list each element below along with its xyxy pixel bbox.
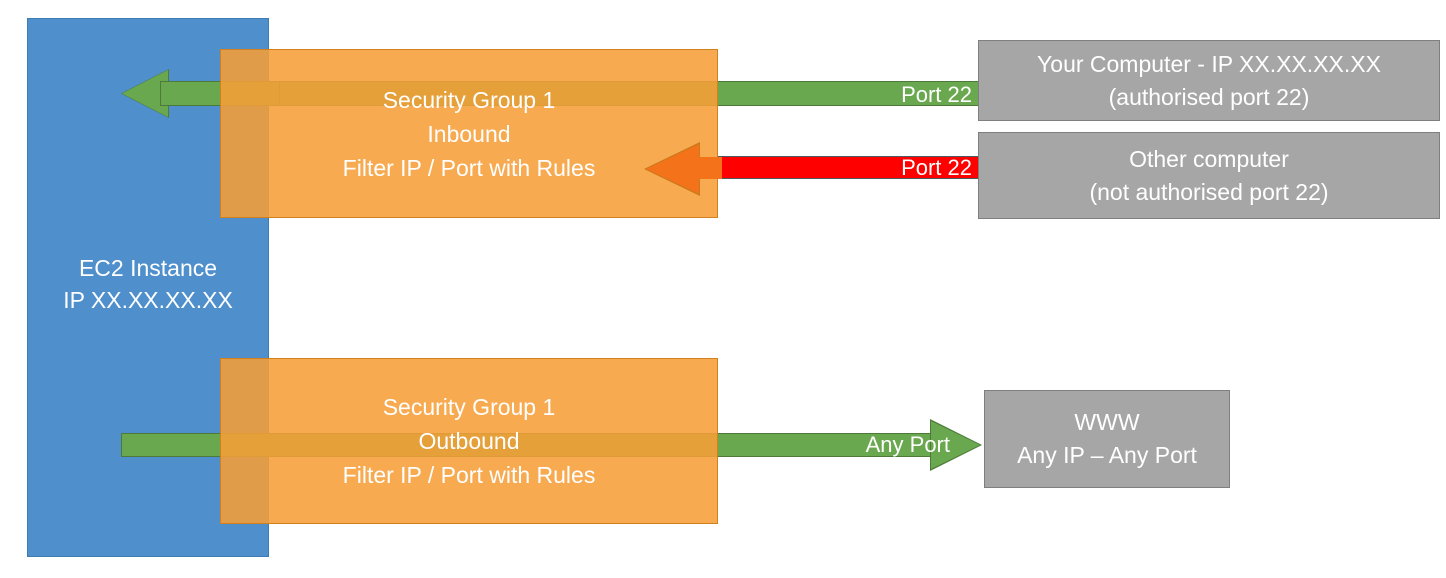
- endpoint-www-title: WWW: [1074, 409, 1140, 435]
- security-group-outbound-panel[interactable]: Security Group 1 Outbound Filter IP / Po…: [220, 358, 718, 524]
- outbound-allowed-port-label: Any Port: [865, 432, 950, 457]
- endpoint-your-computer-title: Your Computer - IP XX.XX.XX.XX: [1037, 50, 1381, 77]
- sg-outbound-rule: Filter IP / Port with Rules: [342, 462, 596, 488]
- ec2-instance-label: EC2 Instance IP XX.XX.XX.XX: [27, 252, 269, 316]
- endpoint-your-computer-box[interactable]: Your Computer - IP XX.XX.XX.XX (authoris…: [978, 40, 1440, 121]
- endpoint-www-note: Any IP – Any Port: [1017, 442, 1197, 468]
- sg-inbound-rule: Filter IP / Port with Rules: [342, 154, 596, 181]
- endpoint-www-box[interactable]: WWW Any IP – Any Port: [984, 390, 1230, 488]
- inbound-blocked-port-label: Port 22: [901, 155, 972, 180]
- inbound-allowed-port-label: Port 22: [901, 82, 972, 107]
- endpoint-other-computer-box[interactable]: Other computer (not authorised port 22): [978, 132, 1440, 219]
- sg-outbound-name: Security Group 1: [382, 394, 556, 420]
- endpoint-your-computer-note: (authorised port 22): [1108, 83, 1310, 110]
- ec2-instance-ip: IP XX.XX.XX.XX: [63, 287, 233, 313]
- endpoint-other-computer-title: Other computer: [1129, 145, 1289, 172]
- sg-outbound-direction: Outbound: [418, 428, 520, 454]
- sg-inbound-name: Security Group 1: [382, 86, 556, 113]
- security-group-inbound-panel[interactable]: Security Group 1 Inbound Filter IP / Por…: [220, 49, 718, 218]
- sg-inbound-direction: Inbound: [427, 120, 511, 147]
- ec2-instance-name: EC2 Instance: [78, 255, 218, 281]
- endpoint-other-computer-note: (not authorised port 22): [1089, 178, 1329, 205]
